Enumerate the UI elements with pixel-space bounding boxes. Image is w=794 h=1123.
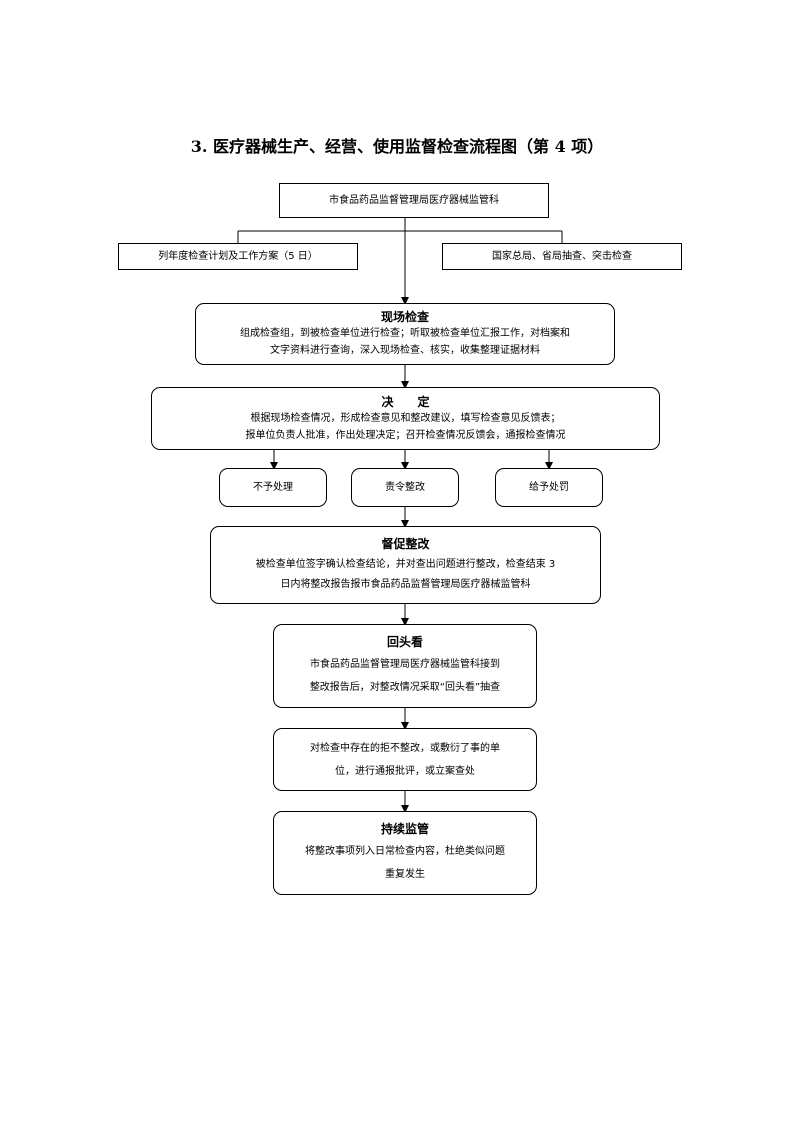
decision-line-2: 报单位负责人批准，作出处理决定；召开检查情况反馈会，通报检查情况 (245, 429, 566, 441)
lookback-line-1: 市食品药品监督管理局医疗器械监管科接到 (310, 658, 500, 670)
node-order-rectify: 责令整改 (351, 468, 459, 507)
node-public-criticism: 对检查中存在的拒不整改，或敷衍了事的单 位，进行通报批评，或立案查处 (273, 728, 537, 791)
node-continuous-supervision: 持续监管 将整改事项列入日常检查内容，杜绝类似问题 重复发生 (273, 811, 537, 895)
onsite-heading: 现场检查 (380, 310, 429, 324)
onsite-line-1: 组成检查组，到被检查单位进行检查；听取被检查单位汇报工作，对档案和 (240, 328, 570, 339)
decision-line-1: 根据现场检查情况，形成检查意见和整改建议，填写检查意见反馈表； (250, 412, 561, 424)
lookback-heading: 回头看 (386, 634, 423, 649)
report-line-1: 对检查中存在的拒不整改，或敷衍了事的单 (310, 742, 500, 754)
order-rectify-label: 责令整改 (385, 482, 425, 493)
no-action-label: 不予处理 (253, 482, 293, 493)
continuous-line-1: 将整改事项列入日常检查内容，杜绝类似问题 (305, 845, 505, 857)
lookback-line-2: 整改报告后，对整改情况采取“回头看”抽查 (309, 681, 501, 693)
continuous-line-2: 重复发生 (385, 868, 425, 880)
supervise-line-2: 日内将整改报告报市食品药品监督管理局医疗器械监管科 (280, 578, 531, 590)
node-top-label: 市食品药品监督管理局医疗器械监管科 (329, 195, 499, 206)
report-line-2: 位，进行通报批评，或立案查处 (335, 765, 475, 777)
node-right-branch-label: 国家总局、省局抽查、突击检查 (492, 251, 632, 262)
node-supervise-rectification: 督促整改 被检查单位签字确认检查结论，并对查出问题进行整改，检查结束 3 日内将… (210, 526, 601, 604)
node-penalty: 给予处罚 (495, 468, 603, 507)
node-left-branch-label: 列年度检查计划及工作方案（5 日） (158, 251, 318, 262)
node-left-branch: 列年度检查计划及工作方案（5 日） (118, 243, 358, 270)
node-no-action: 不予处理 (219, 468, 327, 507)
penalty-label: 给予处罚 (529, 482, 569, 493)
onsite-line-2: 文字资料进行查询，深入现场检查、核实，收集整理证据材料 (270, 345, 540, 356)
node-top: 市食品药品监督管理局医疗器械监管科 (279, 183, 549, 218)
node-right-branch: 国家总局、省局抽查、突击检查 (442, 243, 682, 270)
node-onsite-inspection: 现场检查 组成检查组，到被检查单位进行检查；听取被检查单位汇报工作，对档案和 文… (195, 303, 615, 365)
continuous-heading: 持续监管 (380, 821, 429, 836)
page-title: 3. 医疗器械生产、经营、使用监督检查流程图（第 4 项） (190, 137, 604, 156)
supervise-heading: 督促整改 (381, 536, 430, 551)
decision-heading: 决 定 (381, 394, 430, 409)
supervise-line-1: 被检查单位签字确认检查结论，并对查出问题进行整改，检查结束 3 (255, 558, 556, 570)
node-look-back: 回头看 市食品药品监督管理局医疗器械监管科接到 整改报告后，对整改情况采取“回头… (273, 624, 537, 708)
node-decision: 决 定 根据现场检查情况，形成检查意见和整改建议，填写检查意见反馈表； 报单位负… (151, 387, 660, 450)
